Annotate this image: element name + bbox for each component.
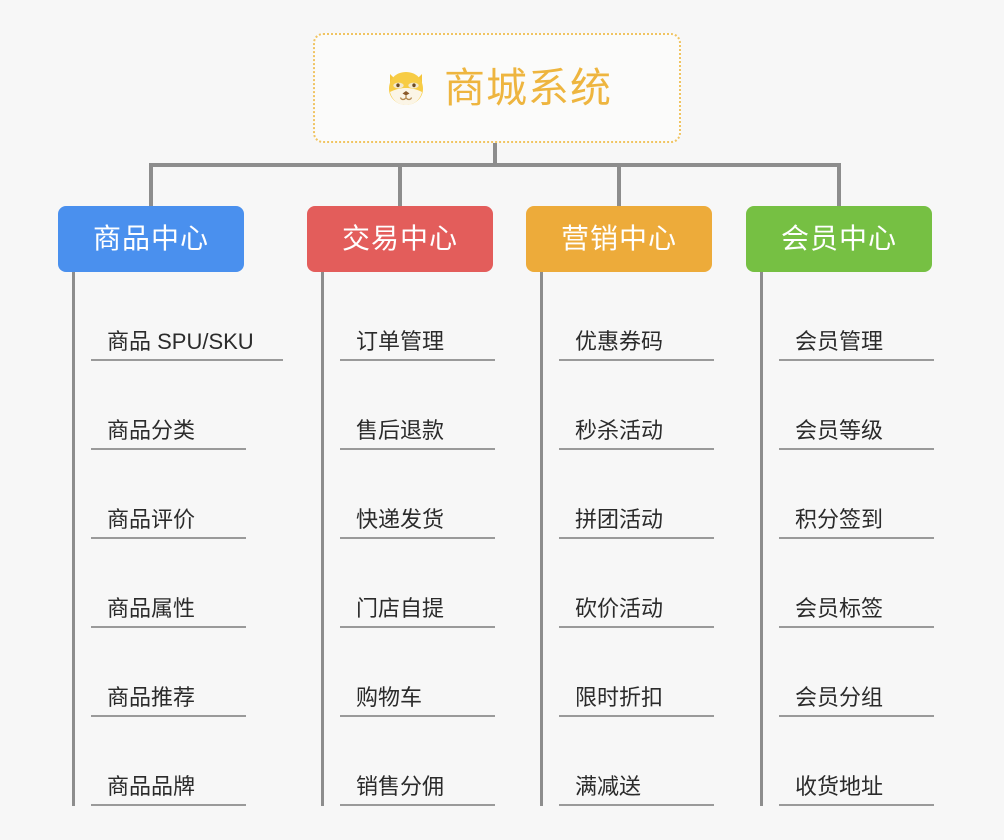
leaf-label: 销售分佣 xyxy=(356,773,445,799)
leaf-label: 拼团活动 xyxy=(575,506,664,532)
list-item[interactable]: 积分签到 xyxy=(779,450,934,539)
connector-drop-trade-center xyxy=(398,163,402,208)
list-item[interactable]: 限时折扣 xyxy=(559,628,714,717)
list-item[interactable]: 满减送 xyxy=(559,717,714,806)
category-box-product-center[interactable]: 商品中心 xyxy=(58,206,244,272)
leaf-label: 商品推荐 xyxy=(107,684,196,710)
root-node-card[interactable]: 商城系统 xyxy=(313,33,681,143)
leaf-label: 积分签到 xyxy=(795,506,884,532)
leaf-label: 满减送 xyxy=(575,773,642,799)
list-item[interactable]: 会员等级 xyxy=(779,361,934,450)
list-item[interactable]: 快递发货 xyxy=(340,450,495,539)
category-label-trade-center: 交易中心 xyxy=(341,223,458,254)
leaf-list-trade-center: 订单管理 售后退款 快递发货 门店自提 购物车 销售分佣 xyxy=(321,272,495,806)
leaf-label: 收货地址 xyxy=(795,773,884,799)
list-item[interactable]: 订单管理 xyxy=(340,272,495,361)
leaf-list-marketing-center: 优惠券码 秒杀活动 拼团活动 砍价活动 限时折扣 满减送 xyxy=(540,272,714,806)
leaf-label: 会员等级 xyxy=(795,417,884,443)
connector-drop-member-center xyxy=(837,163,841,208)
leaf-label: 限时折扣 xyxy=(575,684,664,710)
leaf-label: 会员标签 xyxy=(795,595,884,621)
category-label-member-center: 会员中心 xyxy=(780,223,897,254)
list-item[interactable]: 会员分组 xyxy=(779,628,934,717)
leaf-label: 商品评价 xyxy=(107,506,196,532)
leaf-label: 秒杀活动 xyxy=(575,417,664,443)
list-item[interactable]: 商品推荐 xyxy=(91,628,246,717)
leaf-label: 商品属性 xyxy=(107,595,196,621)
leaf-list-member-center: 会员管理 会员等级 积分签到 会员标签 会员分组 收货地址 xyxy=(760,272,934,806)
leaf-list-product-center: 商品 SPU/SKU 商品分类 商品评价 商品属性 商品推荐 商品品牌 xyxy=(72,272,283,806)
category-box-trade-center[interactable]: 交易中心 xyxy=(307,206,493,272)
leaf-label: 商品 SPU/SKU xyxy=(107,328,254,354)
list-item[interactable]: 售后退款 xyxy=(340,361,495,450)
category-box-marketing-center[interactable]: 营销中心 xyxy=(526,206,712,272)
list-item[interactable]: 商品评价 xyxy=(91,450,246,539)
list-item[interactable]: 商品 SPU/SKU xyxy=(91,272,283,361)
connector-drop-marketing-center xyxy=(617,163,621,208)
root-title: 商城系统 xyxy=(444,64,612,111)
list-item[interactable]: 购物车 xyxy=(340,628,495,717)
list-item[interactable]: 商品分类 xyxy=(91,361,246,450)
leaf-label: 优惠券码 xyxy=(575,328,664,354)
branch-column-marketing-center: 营销中心 优惠券码 秒杀活动 拼团活动 砍价活动 限时折扣 满减送 xyxy=(526,206,714,806)
list-item[interactable]: 优惠券码 xyxy=(559,272,714,361)
leaf-label: 砍价活动 xyxy=(575,595,664,621)
connector-horizontal-bus xyxy=(149,163,841,167)
leaf-label: 会员管理 xyxy=(795,328,884,354)
leaf-label: 商品分类 xyxy=(107,417,196,443)
category-label-product-center: 商品中心 xyxy=(92,223,209,254)
connector-drop-product-center xyxy=(149,163,153,208)
leaf-label: 快递发货 xyxy=(356,506,445,532)
leaf-label: 订单管理 xyxy=(356,328,445,354)
list-item[interactable]: 商品品牌 xyxy=(91,717,246,806)
list-item[interactable]: 秒杀活动 xyxy=(559,361,714,450)
list-item[interactable]: 收货地址 xyxy=(779,717,934,806)
branch-column-member-center: 会员中心 会员管理 会员等级 积分签到 会员标签 会员分组 收货地址 xyxy=(746,206,934,806)
connector-root-vertical xyxy=(493,143,497,165)
leaf-label: 会员分组 xyxy=(795,684,884,710)
leaf-label: 门店自提 xyxy=(356,595,445,621)
list-item[interactable]: 拼团活动 xyxy=(559,450,714,539)
list-item[interactable]: 门店自提 xyxy=(340,539,495,628)
category-label-marketing-center: 营销中心 xyxy=(560,223,677,254)
branch-column-trade-center: 交易中心 订单管理 售后退款 快递发货 门店自提 购物车 销售分佣 xyxy=(307,206,495,806)
list-item[interactable]: 商品属性 xyxy=(91,539,246,628)
branch-column-product-center: 商品中心 商品 SPU/SKU 商品分类 商品评价 商品属性 商品推荐 商品品牌 xyxy=(58,206,283,806)
list-item[interactable]: 会员标签 xyxy=(779,539,934,628)
leaf-label: 售后退款 xyxy=(356,417,445,443)
list-item[interactable]: 销售分佣 xyxy=(340,717,495,806)
leaf-label: 商品品牌 xyxy=(107,773,196,799)
category-box-member-center[interactable]: 会员中心 xyxy=(746,206,932,272)
list-item[interactable]: 砍价活动 xyxy=(559,539,714,628)
list-item[interactable]: 会员管理 xyxy=(779,272,934,361)
shiba-dog-face-icon xyxy=(382,64,430,112)
leaf-label: 购物车 xyxy=(356,684,423,710)
